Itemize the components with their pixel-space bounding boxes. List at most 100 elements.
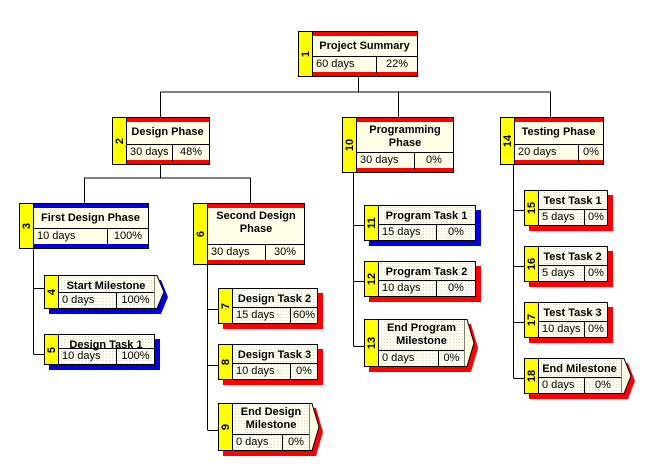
summary-top-bar [343,118,453,122]
task-name: Design Task 3 [237,349,312,361]
task-percent-complete: 0% [588,211,604,223]
task-duration: 15 days [379,225,437,241]
task-name: Design Phase [131,126,204,138]
summary-bottom-bar [501,160,603,164]
task-percent-complete: 100% [121,294,150,306]
task-duration: 10 days [379,281,437,297]
task-percent-complete: 0% [288,436,304,448]
task-id-column: 8 [219,345,233,379]
task-name: Program Task 1 [385,210,468,222]
task-id: 4 [46,288,58,296]
task-duration: 10 days [233,364,291,380]
task-percent-complete: 0% [443,352,460,364]
task-id-column: 7 [219,289,233,323]
task-fields: 0 days 0% [233,434,309,451]
task-duration: 10 days [34,229,108,245]
task-duration: 30 days [208,245,266,261]
task-duration: 5 days [539,210,585,226]
task-id: 3 [21,222,33,230]
task-id-column: 14 [501,118,515,164]
task-id: 15 [526,201,538,215]
task-id-column: 15 [525,191,539,225]
task-duration: 60 days [313,57,377,73]
task-id-column: 17 [525,303,539,337]
summary-bottom-bar [343,168,453,172]
task-name: Design Task 2 [237,293,312,305]
milestone-arrow-icon [621,358,632,394]
task-id-column: 16 [525,247,539,281]
summary-top-bar [299,32,417,36]
task-name: Testing Phase [521,126,596,138]
task-name: Test Task 1 [543,195,602,207]
task-fields: 60 days 22% [313,56,417,73]
milestone-box-13[interactable]: 13 End Program Milestone 0 days 0% [364,319,478,372]
task-duration: 0 days [379,351,439,367]
task-id-column: 4 [45,276,59,308]
task-id: 7 [220,302,232,310]
summary-bottom-bar [20,244,148,248]
task-duration: 30 days [357,153,415,169]
task-id: 18 [526,369,538,383]
summary-bottom-bar [299,72,417,76]
task-percent-complete: 22% [385,58,409,70]
summary-bottom-bar [113,160,209,164]
task-id-column: 12 [365,262,379,296]
summary-top-bar [194,204,304,208]
task-name: End Milestone [542,363,617,375]
box-body: 13 End Program Milestone 0 days 0% [364,319,465,367]
task-fields: 0 days 0% [379,350,464,367]
task-percent-complete: 0% [448,226,464,238]
task-name: Programming Phase [369,124,441,149]
task-duration: 0 days [233,435,283,451]
task-name: Start Milestone [66,280,146,292]
task-name: End Program Milestone [386,322,457,347]
task-id-column: 1 [299,32,313,76]
task-id-column: 5 [45,335,59,364]
task-percent-complete: 48% [179,146,203,158]
task-name: Test Task 2 [543,251,602,263]
task-id: 6 [195,230,207,238]
task-name: First Design Phase [40,212,141,224]
task-percent-complete: 100% [121,350,150,362]
task-id: 12 [366,272,378,286]
task-id-column: 2 [113,118,127,164]
task-id: 14 [502,134,514,148]
task-id: 10 [344,138,356,152]
task-id: 13 [366,336,378,350]
